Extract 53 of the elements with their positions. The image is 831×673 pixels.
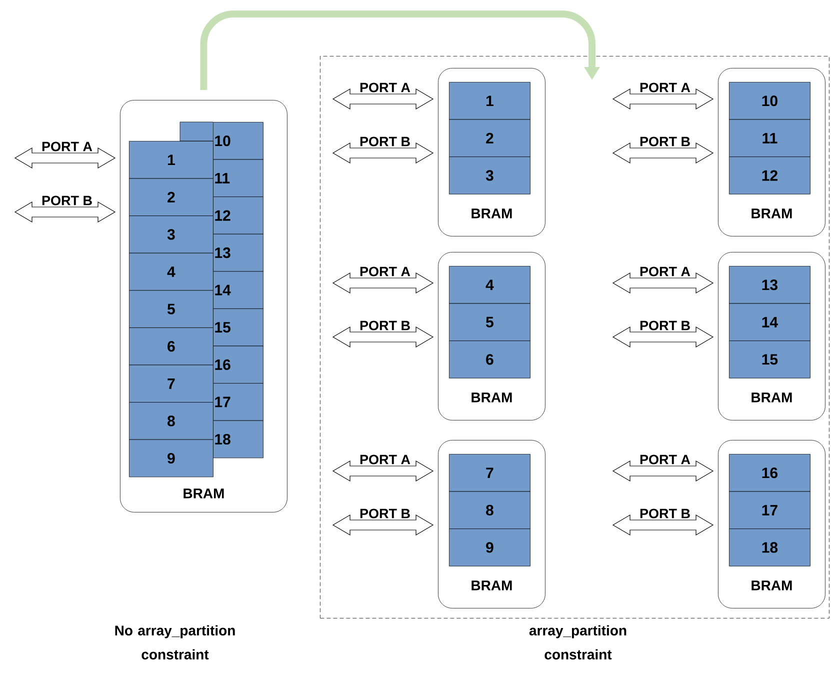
memory-cell: 5 (129, 290, 214, 328)
memory-cell: 16 (729, 454, 810, 492)
memory-cell: 10 (729, 82, 810, 120)
memory-cell: 2 (129, 178, 214, 216)
memory-cell: 17 (213, 383, 264, 421)
port-label: PORT A (359, 82, 411, 93)
memory-cell: 6 (449, 340, 530, 378)
memory-cell: 4 (449, 266, 530, 304)
memory-cell: 9 (449, 528, 530, 566)
port-label: PORT B (359, 136, 411, 147)
memory-cell: 17 (729, 491, 810, 529)
curved-arrow (200, 10, 600, 90)
port-label: PORT A (359, 454, 411, 465)
memory-cell: 18 (213, 420, 264, 458)
memory-cell: 6 (129, 328, 214, 366)
memory-cell: 2 (449, 119, 530, 157)
port-label: PORT B (359, 320, 411, 331)
port-label: PORT B (639, 508, 691, 519)
port-label: PORT A (639, 266, 691, 277)
memory-cell: 3 (129, 216, 214, 254)
port-label: PORT B (41, 195, 93, 206)
caption: array_partition constraint (529, 625, 626, 660)
memory-cell: 5 (449, 303, 530, 341)
memory-cell: 8 (129, 402, 214, 440)
port-label: PORT A (41, 141, 93, 152)
memory-cell: 12 (213, 196, 264, 234)
memory-cell: 14 (729, 303, 810, 341)
memory-cell: 7 (449, 454, 530, 492)
port-label: PORT B (359, 508, 411, 519)
memory-cell: 8 (449, 491, 530, 529)
memory-cell: 3 (449, 156, 530, 194)
memory-cell: 15 (729, 340, 810, 378)
memory-cell: 7 (129, 364, 214, 402)
memory-cell: 11 (213, 159, 264, 197)
port-label: PORT A (639, 82, 691, 93)
dashed-region (320, 56, 830, 618)
memory-cell: 13 (213, 234, 264, 272)
port-label: PORT B (639, 320, 691, 331)
memory-cell: 15 (213, 308, 264, 346)
memory-cell: 9 (129, 439, 214, 478)
memory-cell: 10 (180, 122, 264, 160)
memory-cell: 14 (213, 271, 264, 309)
port-label: PORT B (639, 136, 691, 147)
caption: No array_partition constraint (115, 625, 235, 660)
port-label: PORT A (639, 454, 691, 465)
memory-cell: 16 (213, 346, 264, 384)
memory-cell: 1 (449, 82, 530, 120)
memory-cell: 13 (729, 266, 810, 304)
memory-cell: 11 (729, 119, 810, 157)
memory-cell: 18 (729, 528, 810, 566)
port-label: PORT A (359, 266, 411, 277)
memory-cell: 12 (729, 156, 810, 194)
memory-cell: 4 (129, 252, 214, 291)
